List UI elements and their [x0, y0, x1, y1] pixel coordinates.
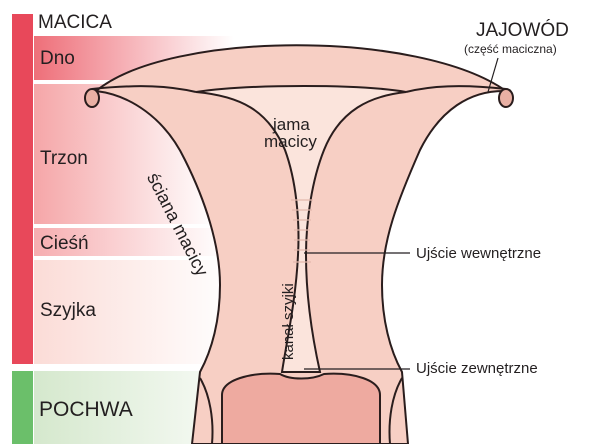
cervical-canal-label: kanał szyjki: [281, 283, 296, 360]
vagina-bar: [12, 371, 33, 444]
uterine-cavity-label-2: macicy: [264, 133, 317, 150]
ectocervix: [222, 374, 380, 444]
isthmus-label: Cieśń: [40, 234, 89, 253]
uterus-bar: [12, 14, 33, 364]
external-os-label: Ujście zewnętrzne: [416, 361, 538, 376]
internal-os-label: Ujście wewnętrzne: [416, 246, 541, 261]
left-tube-opening: [85, 89, 99, 107]
vagina-label: POCHWA: [39, 399, 133, 420]
uterus-header-label: MACICA: [38, 13, 112, 32]
fallopian-tube-label: JAJOWÓD: [476, 21, 569, 40]
cervix-label: Szyjka: [40, 301, 96, 320]
fundus-label: Dno: [40, 49, 75, 68]
uterine-cavity-label-1: jama: [273, 116, 310, 133]
right-tube-opening: [499, 89, 513, 107]
fallopian-tube-part-label: (część maciczna): [464, 43, 557, 55]
body-label: Trzon: [40, 149, 88, 168]
